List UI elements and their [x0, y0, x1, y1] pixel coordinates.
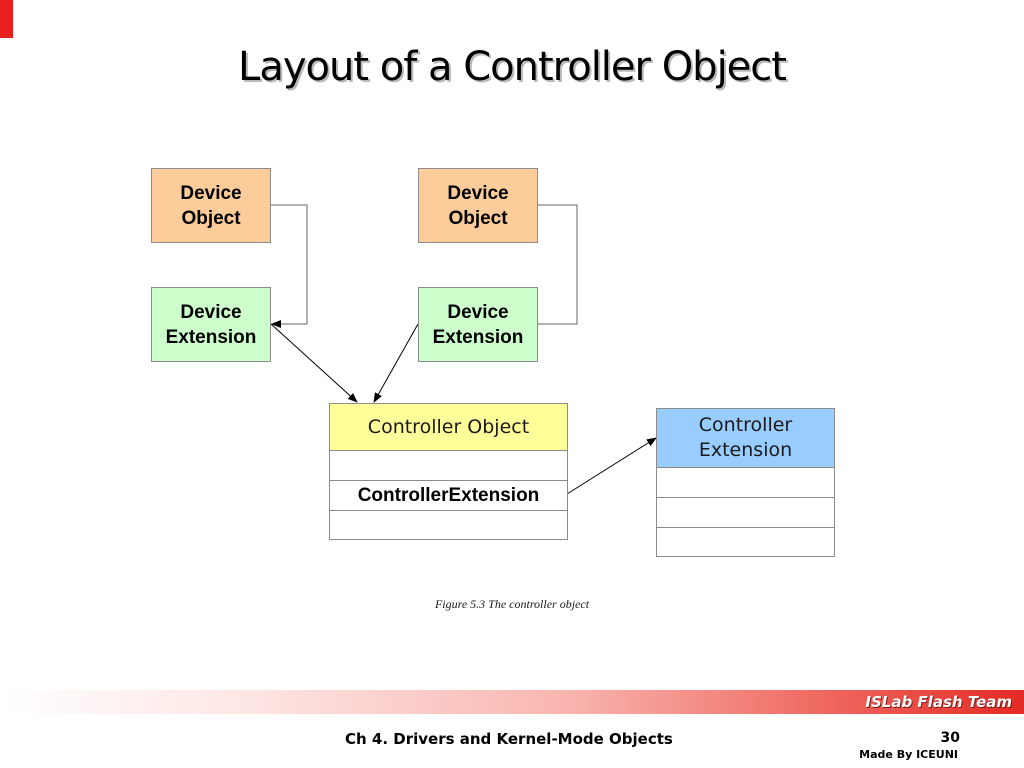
- arrow-controller-to-extension: [566, 437, 657, 495]
- controller-extension-field-row: [656, 527, 835, 557]
- footer-author: Made By ICEUNI: [859, 748, 958, 761]
- page-number: 30: [940, 730, 960, 746]
- controller-extension-field-row: [656, 467, 835, 498]
- device-object-right-label: Device Object: [447, 182, 509, 229]
- controller-object-header-label: Controller Object: [367, 415, 530, 438]
- device-object-left-label: Device Object: [180, 182, 242, 229]
- footer-chapter-title: Ch 4. Drivers and Kernel-Mode Objects: [345, 730, 673, 748]
- link-right-object-to-extension: [537, 204, 578, 325]
- device-object-left: Device Object: [151, 168, 271, 243]
- footer-band: [0, 690, 1024, 714]
- device-extension-left-label: Device Extension: [165, 301, 257, 348]
- slide-title: Layout of a Controller Object: [238, 44, 787, 90]
- controller-extension-header-label: Controller Extension: [698, 414, 793, 461]
- controller-extension-header: Controller Extension: [656, 408, 835, 468]
- controller-object-field-row: [329, 510, 568, 540]
- controller-extension-table: Controller Extension: [656, 408, 835, 557]
- controller-object-field-row: ControllerExtension: [329, 480, 568, 511]
- device-object-right: Device Object: [418, 168, 538, 243]
- controller-extension-pointer-label: ControllerExtension: [357, 484, 540, 506]
- corner-accent: [0, 0, 13, 38]
- link-left-object-to-extension: [270, 204, 308, 328]
- device-extension-left: Device Extension: [151, 287, 271, 362]
- device-extension-right: Device Extension: [418, 287, 538, 362]
- arrow-left-extension-to-controller: [270, 323, 358, 403]
- footer-team-name: ISLab Flash Team: [865, 693, 1012, 711]
- controller-object-header: Controller Object: [329, 403, 568, 451]
- controller-object-table: Controller Object ControllerExtension: [329, 403, 568, 540]
- device-extension-right-label: Device Extension: [432, 301, 524, 348]
- controller-extension-field-row: [656, 497, 835, 528]
- arrow-right-extension-to-controller: [373, 323, 419, 403]
- figure-caption: Figure 5.3 The controller object: [434, 597, 590, 611]
- controller-object-field-row: [329, 450, 568, 481]
